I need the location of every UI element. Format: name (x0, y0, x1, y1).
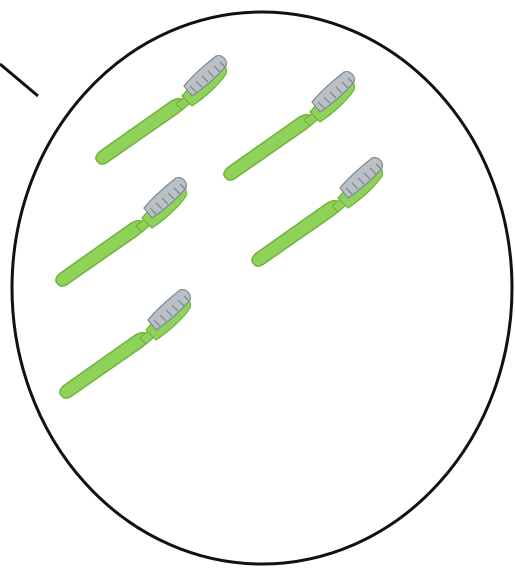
toothbrush-group (56, 56, 383, 399)
set-oval (12, 12, 512, 564)
toothbrush-icon (56, 178, 187, 287)
toothbrush-icon (96, 56, 227, 165)
toothbrush-icon (224, 72, 355, 181)
leader-line (0, 64, 38, 96)
toothbrush-icon (60, 290, 191, 399)
toothbrush-icon (252, 158, 383, 267)
